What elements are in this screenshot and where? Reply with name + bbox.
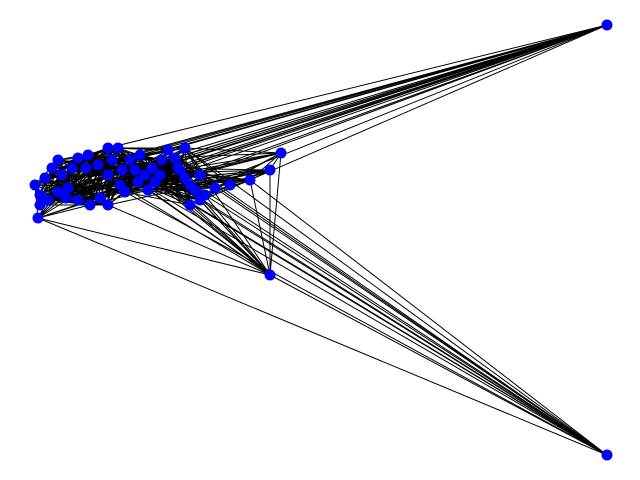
graph-node	[42, 194, 54, 206]
graph-edge	[107, 24, 608, 176]
graph-node	[601, 19, 613, 31]
graph-node	[184, 199, 196, 211]
graph-node	[199, 189, 211, 201]
graph-node	[139, 169, 151, 181]
graph-node	[124, 154, 136, 166]
graph-edge	[37, 217, 271, 276]
graph-edge	[204, 194, 608, 456]
graph-edge	[154, 152, 282, 183]
graph-node	[119, 186, 131, 198]
graph-edge	[37, 217, 608, 456]
graph-edge	[147, 189, 271, 276]
graph-node	[209, 182, 221, 194]
graph-node	[112, 142, 124, 154]
graph-edge	[37, 147, 109, 219]
graph-node	[162, 144, 174, 156]
graph-edge	[144, 152, 282, 176]
graph-node	[52, 186, 64, 198]
graph-edge	[249, 24, 608, 181]
graph-edge	[134, 169, 608, 456]
graph-edge	[154, 181, 271, 276]
graph-node	[92, 159, 104, 171]
graph-node	[172, 162, 184, 174]
graph-node	[60, 192, 72, 204]
graph-edge	[249, 179, 271, 276]
graph-edge	[269, 152, 282, 276]
graph-edge	[154, 24, 608, 183]
graph-node	[66, 162, 78, 174]
graph-node	[146, 162, 158, 174]
graph-node	[142, 184, 154, 196]
graph-edge	[37, 174, 109, 219]
graph-node	[154, 169, 166, 181]
graph-edge	[107, 24, 608, 149]
graph-node	[84, 199, 96, 211]
graph-node	[244, 174, 256, 186]
graph-node	[34, 189, 46, 201]
graph-edge	[199, 24, 608, 176]
graph-node	[264, 269, 276, 281]
graph-node	[46, 162, 58, 174]
graph-node	[39, 172, 51, 184]
graph-node	[52, 154, 64, 166]
graph-node	[134, 149, 146, 161]
graph-edge	[249, 179, 608, 456]
graph-edge	[117, 147, 271, 276]
graph-edge	[147, 187, 216, 191]
graph-edge	[37, 204, 91, 219]
graph-node	[194, 169, 206, 181]
graph-edge	[147, 174, 201, 191]
graph-node	[72, 152, 84, 164]
graph-node	[129, 164, 141, 176]
graph-edge	[214, 187, 608, 456]
graph-node	[179, 142, 191, 154]
graph-node	[80, 162, 92, 174]
graph-node	[94, 192, 106, 204]
node-layer	[29, 19, 613, 461]
graph-edge	[199, 199, 608, 456]
graph-edge	[77, 169, 123, 201]
graph-edge	[199, 199, 271, 276]
graph-edge	[249, 152, 282, 181]
graph-node	[72, 194, 84, 206]
graph-edge	[184, 177, 608, 456]
graph-edge	[37, 24, 608, 219]
graph-edge	[85, 167, 101, 199]
graph-node	[189, 184, 201, 196]
graph-node	[62, 182, 74, 194]
graph-node	[102, 142, 114, 154]
graph-edge	[134, 24, 608, 171]
graph-node	[224, 179, 236, 191]
graph-node	[34, 199, 46, 211]
graph-node	[156, 154, 168, 166]
graph-edge	[119, 184, 271, 276]
graph-node	[169, 152, 181, 164]
graph-node	[601, 449, 613, 461]
graph-node	[132, 176, 144, 188]
graph-edge	[184, 147, 282, 154]
graph-edge	[159, 174, 271, 276]
graph-edge	[184, 147, 608, 456]
graph-node	[32, 212, 44, 224]
graph-edge	[269, 274, 608, 456]
graph-node	[56, 169, 68, 181]
graph-node	[116, 164, 128, 176]
graph-node	[29, 179, 41, 191]
graph-node	[82, 149, 94, 161]
graph-node	[106, 154, 118, 166]
graph-edge	[107, 204, 271, 276]
graph-node	[102, 199, 114, 211]
graph-node	[102, 169, 114, 181]
graph-edge	[107, 154, 141, 206]
graph-node	[275, 147, 287, 159]
graph-node	[264, 164, 276, 176]
graph-edge	[139, 24, 608, 156]
